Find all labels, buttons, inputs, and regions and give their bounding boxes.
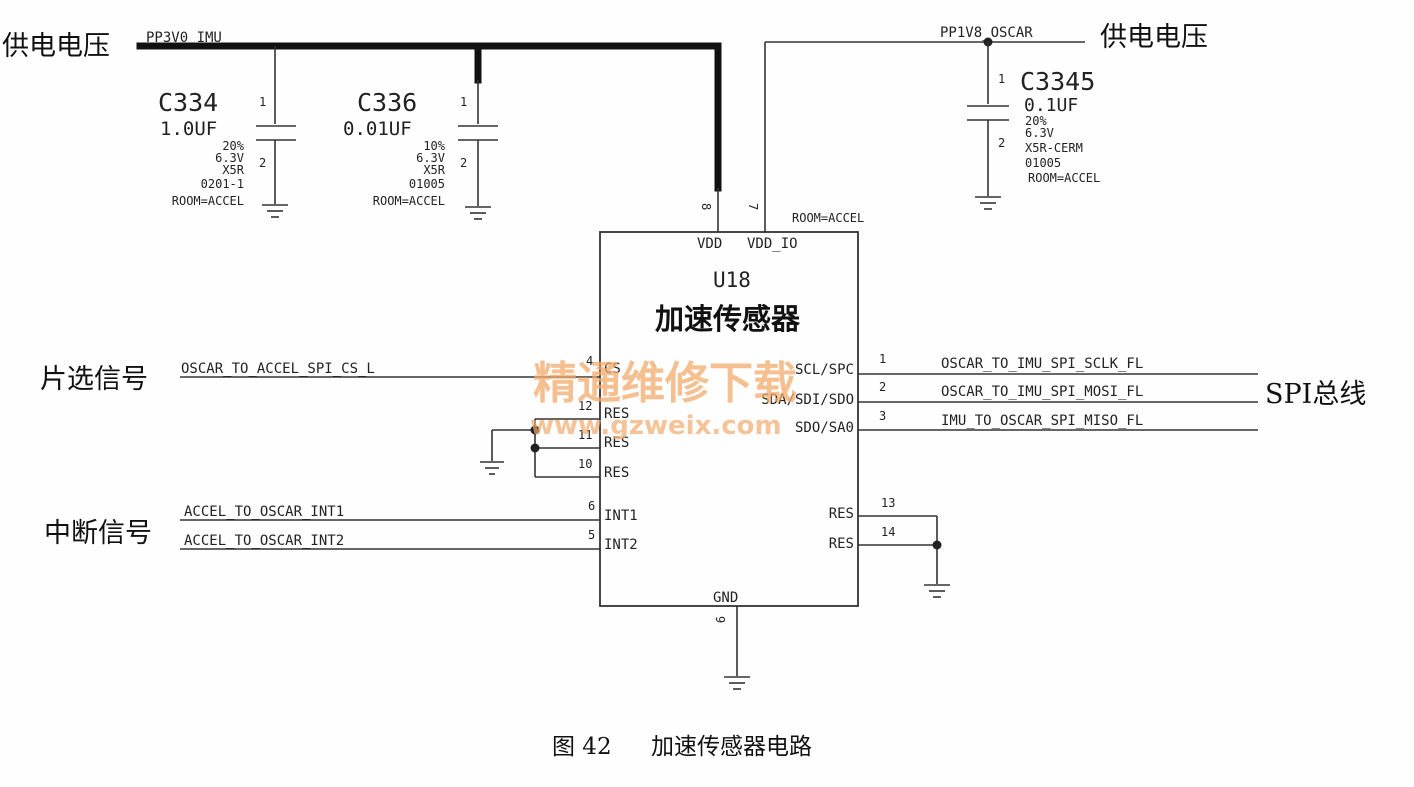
caption-title: 加速传感器电路 <box>651 734 812 760</box>
c334-pin2: 2 <box>259 156 266 170</box>
junction-dot-res-1 <box>530 425 540 435</box>
pin-num-9: 9 <box>713 616 727 623</box>
pin-num-10: 10 <box>578 457 592 471</box>
capacitor-c336 <box>458 80 498 220</box>
capacitor-c334 <box>256 125 296 218</box>
net-label-mosi: OSCAR_TO_IMU_SPI_MOSI_FL <box>941 384 1143 400</box>
c3345-voltage: 6.3V <box>1025 126 1054 140</box>
pin-label-res10: RES <box>604 465 629 481</box>
c3345-pin1: 1 <box>998 72 1005 86</box>
ground-symbol-c3345 <box>975 196 1001 210</box>
c334-voltage: 6.3V <box>215 151 244 165</box>
pin-label-res14: RES <box>829 536 854 552</box>
c334-package: 0201-1 <box>201 177 244 191</box>
pp1v8-rail <box>764 37 1085 210</box>
pin-label-sdo: SDO/SA0 <box>795 420 854 436</box>
pin-num-1: 1 <box>879 352 886 366</box>
c334-ref: C334 <box>158 88 218 117</box>
pin-label-scl: SCL/SPC <box>795 362 854 378</box>
c3345-pin2: 2 <box>998 136 1005 150</box>
c336-package: 01005 <box>409 177 445 191</box>
pin-label-int1: INT1 <box>604 508 638 524</box>
junction-dot-res-2 <box>530 443 540 453</box>
c3345-package: 01005 <box>1025 156 1061 170</box>
ground-symbol-c334 <box>262 204 288 218</box>
c336-dielectric: X5R <box>423 163 445 177</box>
c334-value: 1.0UF <box>160 118 217 140</box>
c3345-ref: C3345 <box>1020 67 1095 96</box>
c336-room: ROOM=ACCEL <box>373 194 445 208</box>
c3345-room: ROOM=ACCEL <box>1028 171 1100 185</box>
pin-num-6: 6 <box>588 499 595 513</box>
net-label-int1: ACCEL_TO_OSCAR_INT1 <box>184 504 344 520</box>
pin-label-res12: RES <box>604 406 629 422</box>
pin-label-vddio: VDD_IO <box>747 236 798 252</box>
interrupt-label: 中断信号 <box>44 518 152 549</box>
pin-num-14: 14 <box>881 525 895 539</box>
supply-voltage-label-left: 供电电压 <box>2 31 110 62</box>
net-label-miso: IMU_TO_OSCAR_SPI_MISO_FL <box>941 413 1143 429</box>
c336-tolerance: 10% <box>423 139 445 153</box>
c336-pin2: 2 <box>460 156 467 170</box>
chip-room-label: ROOM=ACCEL <box>792 211 864 225</box>
pin-num-3: 3 <box>879 409 886 423</box>
pin-label-vdd: VDD <box>697 236 722 252</box>
c334-room: ROOM=ACCEL <box>172 194 244 208</box>
ground-symbol-c336 <box>465 206 491 220</box>
c3345-dielectric: X5R-CERM <box>1025 141 1083 155</box>
pin-num-12: 12 <box>578 399 592 413</box>
pin-num-2: 2 <box>879 380 886 394</box>
pin-label-sda: SDA/SDI/SDO <box>761 392 854 408</box>
pin-num-4: 4 <box>586 354 593 368</box>
net-label-int2: ACCEL_TO_OSCAR_INT2 <box>184 533 344 549</box>
c336-ref: C336 <box>357 88 417 117</box>
c3345-value: 0.1UF <box>1024 95 1078 116</box>
spi-bus-label: SPI总线 <box>1265 379 1366 410</box>
junction-dot-res-right <box>932 540 942 550</box>
chip-select-label: 片选信号 <box>40 364 148 395</box>
supply-voltage-label-right: 供电电压 <box>1100 22 1208 53</box>
c334-tolerance: 20% <box>222 139 244 153</box>
watermark-title: 精通维修下载 <box>533 358 797 409</box>
caption-figure-number: 图 42 <box>552 734 612 760</box>
c336-pin1: 1 <box>460 95 467 109</box>
pin-num-7: 7 <box>746 203 760 210</box>
pin-num-8: 8 <box>699 203 713 210</box>
c334-dielectric: X5R <box>222 163 244 177</box>
net-label-sclk: OSCAR_TO_IMU_SPI_SCLK_FL <box>941 356 1143 372</box>
pin-label-res11: RES <box>604 435 629 451</box>
ground-symbol-res-left <box>480 461 504 475</box>
c3345-tolerance: 20% <box>1025 114 1047 128</box>
ground-symbol-res-right <box>924 584 950 598</box>
watermark-url: www.gzweix.com <box>530 411 782 441</box>
pin-label-gnd: GND <box>713 590 738 606</box>
pin-num-5: 5 <box>588 528 595 542</box>
net-label-pp1v8: PP1V8_OSCAR <box>940 25 1033 41</box>
pin-label-int2: INT2 <box>604 537 638 553</box>
c336-value: 0.01UF <box>343 118 412 140</box>
pp3v0-rail <box>136 42 722 192</box>
pin-label-res13: RES <box>829 506 854 522</box>
chip-name: 加速传感器 <box>655 302 801 336</box>
chip-ref: U18 <box>713 268 751 292</box>
pin-num-11: 11 <box>578 428 592 442</box>
ground-symbol-chip <box>724 676 750 690</box>
net-label-pp3v0: PP3V0_IMU <box>146 30 222 46</box>
c334-pin1: 1 <box>259 95 266 109</box>
pin-label-cs: CS <box>604 361 621 377</box>
pin-num-13: 13 <box>881 496 895 510</box>
net-label-cs: OSCAR_TO_ACCEL_SPI_CS_L <box>181 361 375 377</box>
c336-voltage: 6.3V <box>416 151 445 165</box>
